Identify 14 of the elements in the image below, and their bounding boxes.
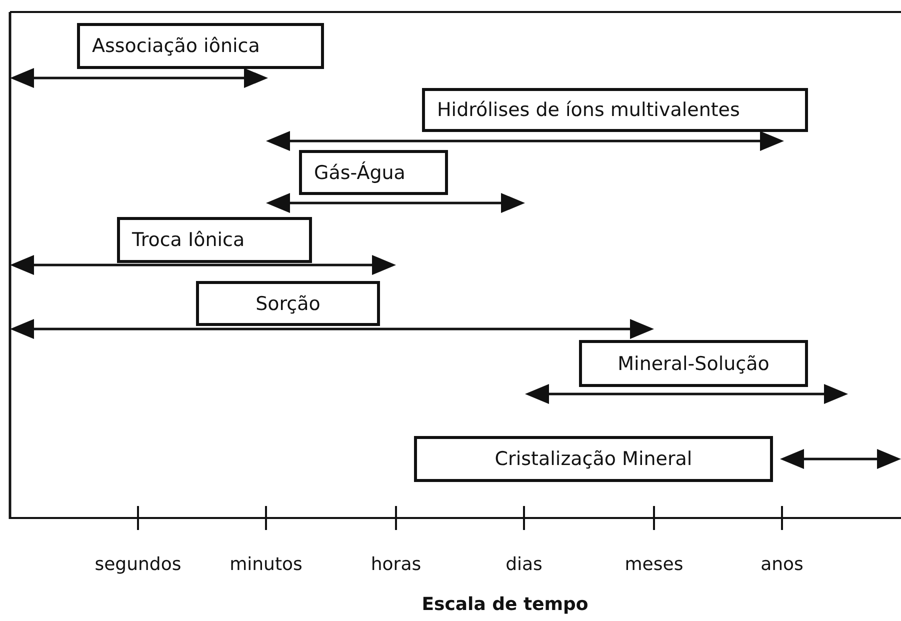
process-box: Cristalização Mineral	[414, 436, 773, 482]
process-box: Troca Iônica	[117, 217, 312, 263]
tick-label: meses	[624, 554, 684, 575]
process-box: Mineral-Solução	[579, 340, 808, 387]
tick-label: anos	[760, 554, 804, 575]
tick-label: minutos	[228, 554, 304, 575]
process-box: Gás-Água	[299, 150, 448, 195]
axis-title: Escala de tempo	[420, 594, 590, 615]
tick-label: dias	[504, 554, 544, 575]
process-box: Hidrólises de íons multivalentes	[422, 88, 808, 132]
tick-label: segundos	[94, 554, 182, 575]
process-box: Sorção	[196, 281, 380, 326]
process-box: Associação iônica	[77, 23, 324, 69]
tick-label: horas	[370, 554, 422, 575]
